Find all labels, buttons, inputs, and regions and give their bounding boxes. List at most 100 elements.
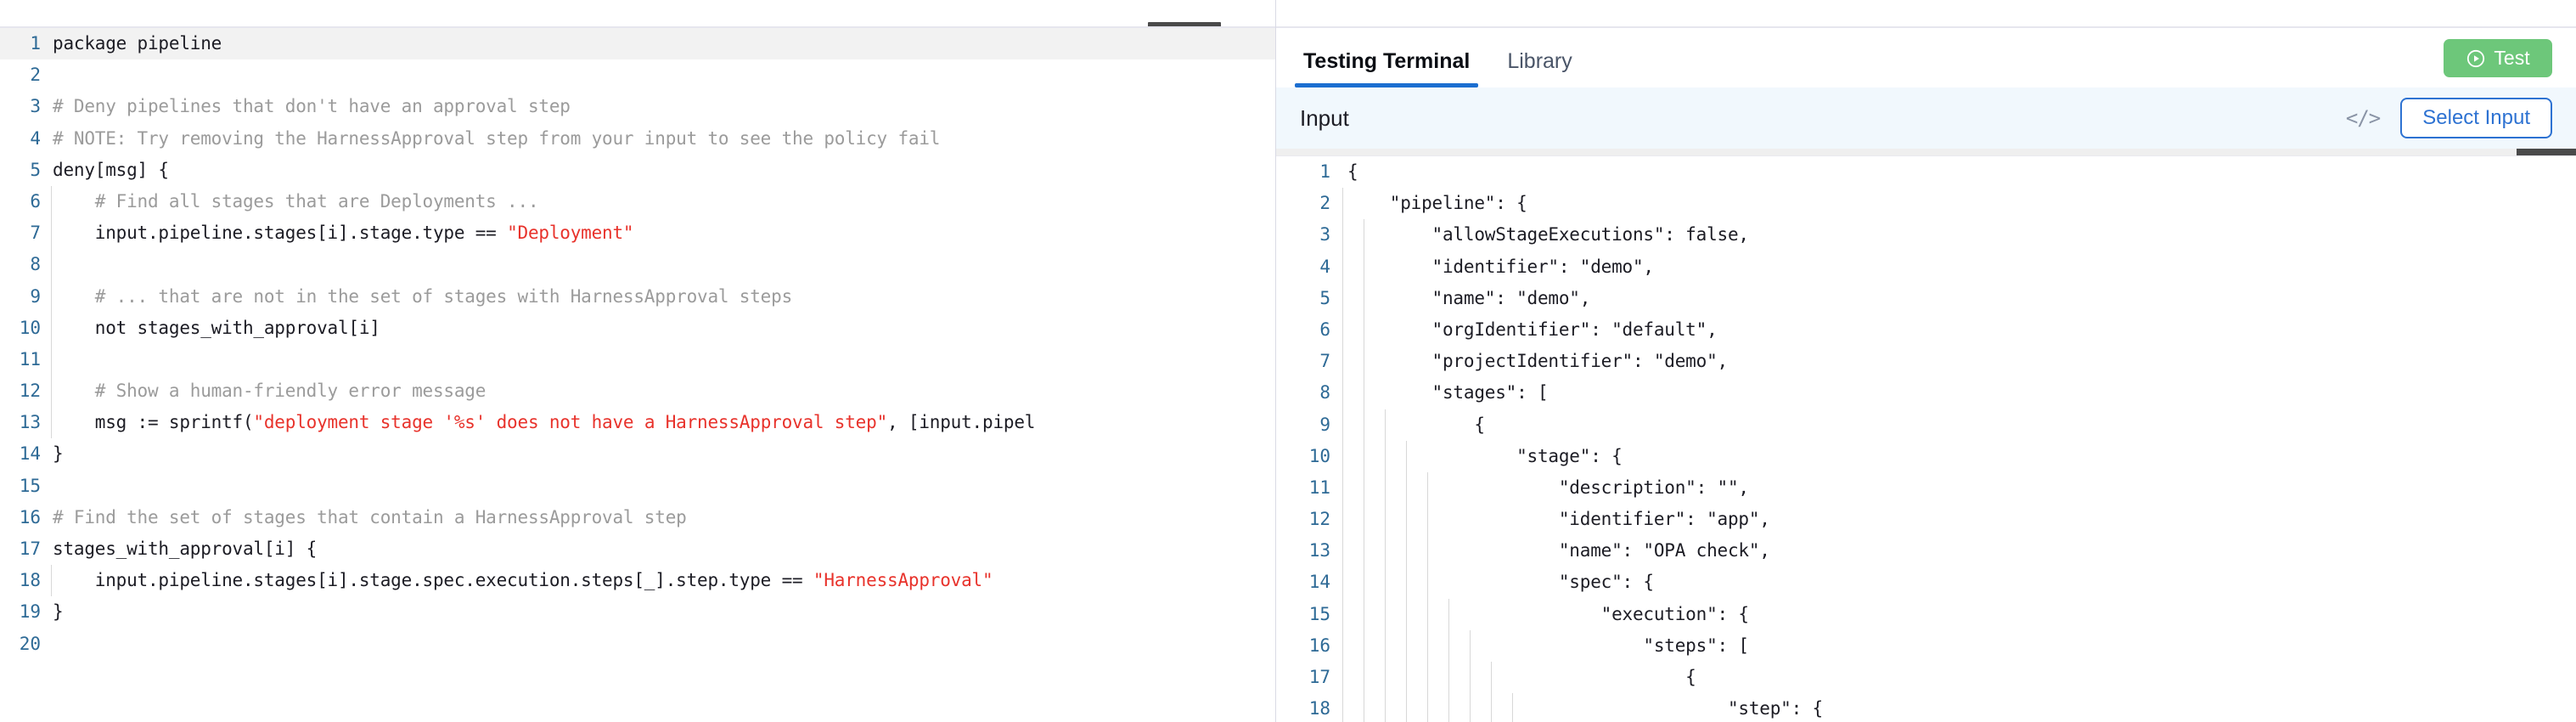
code-token-string: "Deployment" [507,223,634,244]
code-line[interactable]: 16 # Find the set of stages that contain … [0,502,1275,533]
json-line[interactable]: 10 "stage": { [1276,440,2576,472]
code-token-comment: # ... that are not in the set of stages … [53,285,793,307]
select-input-button[interactable]: Select Input [2400,98,2552,138]
json-line-number: 2 [1319,193,1330,214]
json-line[interactable]: 16 "steps": [ [1276,629,2576,662]
code-token-plain: input.pipeline.stages[i].stage.spec.exec… [53,570,813,591]
json-line-text: "name": "OPA check", [1347,540,1770,561]
code-line[interactable]: 14} [0,438,1275,470]
json-line[interactable]: 5 "name": "demo", [1276,282,2576,314]
json-line[interactable]: 1{ [1276,156,2576,189]
code-token-plain: msg := sprintf( [53,412,254,433]
line-number: 8 [30,254,41,275]
code-line[interactable]: 7 input.pipeline.stages[i].stage.type ==… [0,217,1275,250]
json-line[interactable]: 3 "allowStageExecutions": false, [1276,219,2576,251]
code-line[interactable]: 10 not stages_with_approval[i] [0,312,1275,344]
json-line[interactable]: 18 "step": { [1276,693,2576,722]
json-indent-guide [1406,662,1407,694]
editor-topbar [0,0,1275,28]
input-json-area[interactable]: 1{2 "pipeline": {3 "allowStageExecutions… [1276,155,2576,722]
code-line[interactable]: 3# Deny pipelines that don't have an app… [0,91,1275,122]
json-indent-guide [1342,504,1343,536]
line-number: 16 [19,506,41,527]
json-indent-guide [1448,693,1449,722]
json-line[interactable]: 9 { [1276,409,2576,441]
json-indent-guide [1406,440,1407,472]
json-horizontal-scrollbar[interactable] [2517,149,2576,155]
code-line[interactable]: 13 msg := sprintf("deployment stage '%s'… [0,407,1275,439]
json-indent-guide [1385,409,1386,441]
code-line-text: package pipeline [53,28,222,59]
tab-library[interactable]: Library [1507,49,1572,73]
code-token-comment: # Find the set of stages that contain a … [53,506,687,527]
json-line[interactable]: 7 "projectIdentifier": "demo", [1276,346,2576,378]
json-indent-guide [1512,693,1513,722]
code-line[interactable]: 18 input.pipeline.stages[i].stage.spec.e… [0,565,1275,597]
code-line[interactable]: 15 [0,471,1275,502]
code-line[interactable]: 19} [0,596,1275,628]
json-line[interactable]: 14 "spec": { [1276,567,2576,599]
json-line-number: 14 [1308,572,1330,593]
code-token-plain: } [53,601,64,623]
json-line-text: "pipeline": { [1347,193,1527,214]
code-line[interactable]: 2 [0,59,1275,91]
input-toolbar-actions: </> Select Input [2346,98,2552,138]
json-indent-guide [1470,693,1471,722]
json-line[interactable]: 15 "execution": { [1276,598,2576,630]
code-line[interactable]: 12 # Show a human-friendly error message [0,375,1275,408]
json-line[interactable]: 17 { [1276,662,2576,694]
code-line[interactable]: 8 [0,249,1275,281]
indent-guide [51,217,52,250]
terminal-tabs: Testing Terminal Library [1294,28,1606,87]
json-indent-guide [1342,471,1343,505]
line-number: 15 [19,475,41,496]
json-line-number: 4 [1319,256,1330,277]
code-line[interactable]: 20 [0,629,1275,660]
json-indent-guide [1342,313,1343,347]
code-token-plain: not stages_with_approval[i] [53,317,380,338]
json-indent-guide [1342,693,1343,722]
json-line[interactable]: 13 "name": "OPA check", [1276,535,2576,567]
line-number: 11 [19,348,41,369]
json-indent-guide [1385,567,1386,599]
code-line[interactable]: 9 # ... that are not in the set of stage… [0,280,1275,313]
json-line[interactable]: 4 "identifier": "demo", [1276,251,2576,283]
json-indent-guide [1385,629,1386,662]
json-line[interactable]: 6 "orgIdentifier": "default", [1276,313,2576,347]
json-indent-guide [1427,662,1428,694]
json-line-text: "name": "demo", [1347,287,1591,308]
code-line-text: deny[msg] { [53,155,169,186]
json-line-number: 7 [1319,351,1330,372]
json-indent-guide [1385,535,1386,567]
tab-testing-terminal[interactable]: Testing Terminal [1294,51,1479,87]
line-number: 17 [19,539,41,559]
json-line[interactable]: 2 "pipeline": { [1276,188,2576,220]
json-line-text: "stages": [ [1347,382,1549,403]
json-indent-guide [1406,504,1407,536]
json-line[interactable]: 12 "identifier": "app", [1276,504,2576,536]
code-line-text: } [53,438,64,470]
code-line[interactable]: 6 # Find all stages that are Deployments… [0,185,1275,218]
editor-horizontal-scrollbar[interactable] [1148,22,1221,28]
json-indent-guide [1342,377,1343,409]
code-token-plain: } [53,443,64,465]
json-line-text: "description": "", [1347,477,1749,498]
json-line[interactable]: 8 "stages": [ [1276,377,2576,409]
line-number: 20 [19,633,41,654]
input-title: Input [1300,104,1349,131]
code-brackets-icon[interactable]: </> [2345,106,2381,130]
code-line[interactable]: 4# NOTE: Try removing the HarnessApprova… [0,123,1275,155]
test-button[interactable]: Test [2444,39,2552,77]
code-line[interactable]: 11 [0,343,1275,376]
json-line-number: 1 [1319,161,1330,182]
input-toolbar: Input </> Select Input [1276,87,2576,149]
json-indent-guide [1491,662,1492,694]
json-line-number: 17 [1308,667,1330,687]
play-circle-icon [2466,48,2486,69]
json-line[interactable]: 11 "description": "", [1276,471,2576,505]
code-token-plain: package pipeline [53,33,222,54]
